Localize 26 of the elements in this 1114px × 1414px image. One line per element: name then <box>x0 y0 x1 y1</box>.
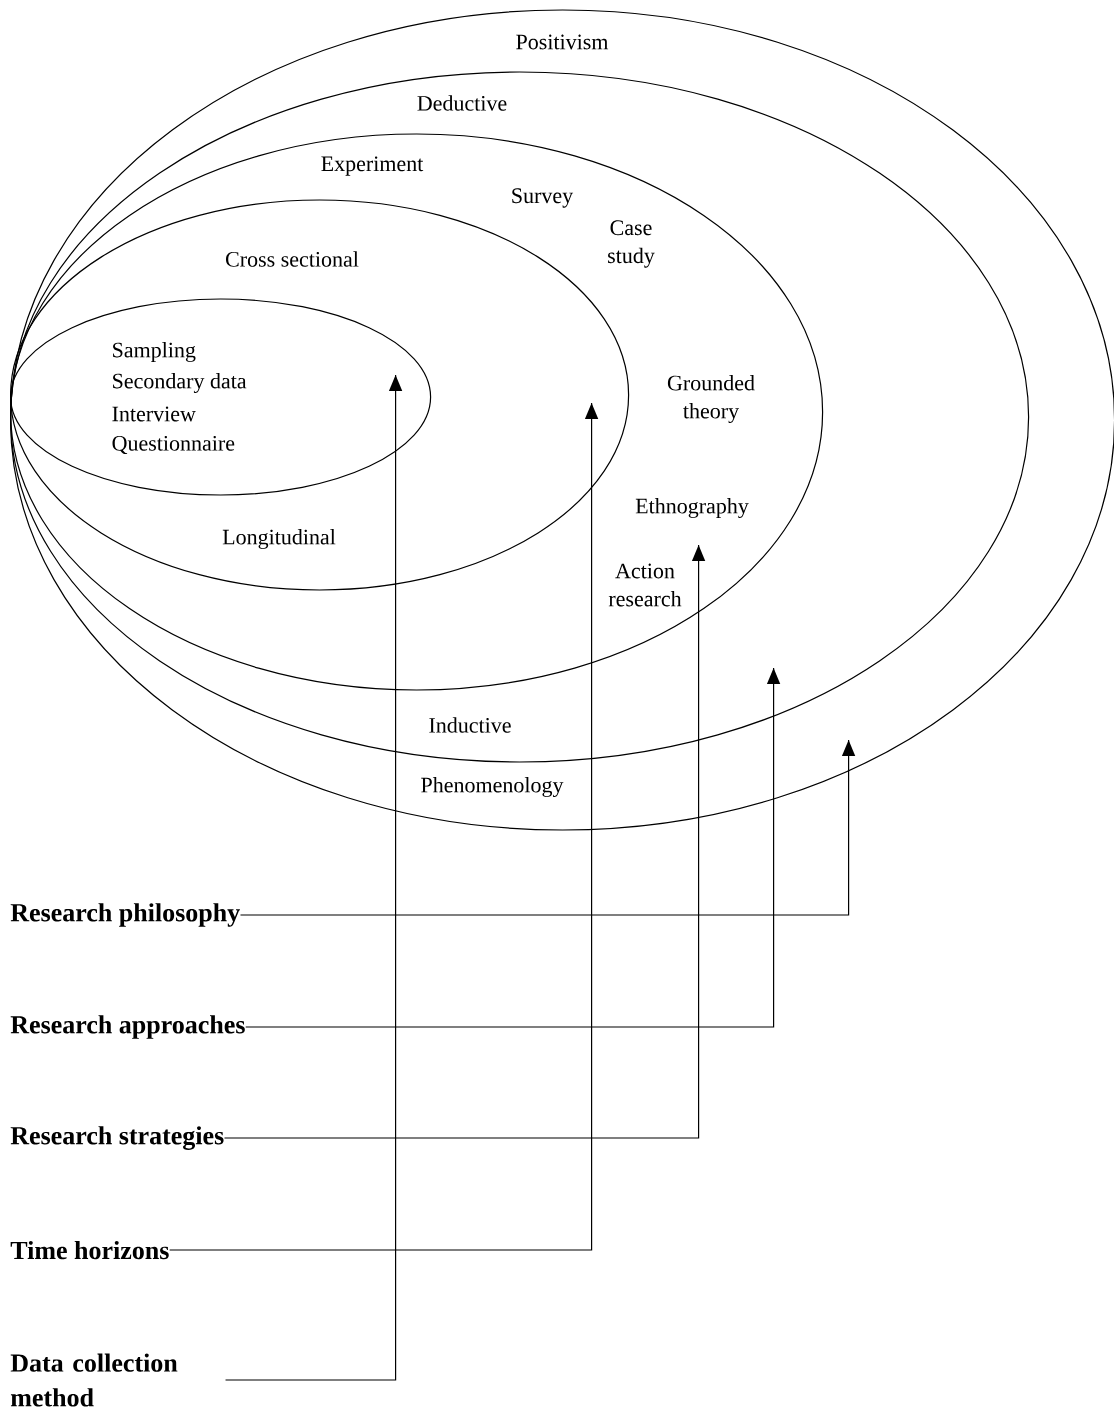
layer-name: Research philosophy <box>10 903 240 927</box>
arrow <box>245 667 781 1028</box>
layer-label: Interview <box>112 406 196 422</box>
layer-label: Case study <box>608 220 655 268</box>
layer-label: Cross sectional <box>226 251 359 267</box>
layer-label: Positivism <box>516 34 609 50</box>
layer-label: Questionnaire <box>112 435 235 455</box>
layer-label: Grounded theory <box>667 375 755 423</box>
layer-label: Sampling <box>113 342 196 362</box>
layer-name: Research approaches <box>10 1015 245 1039</box>
arrow <box>223 544 706 1139</box>
layer-label: Inductive <box>429 717 511 733</box>
layer-label: Deductive <box>417 95 507 111</box>
layer-label: Ethnography <box>635 498 749 518</box>
layer-label: Phenomenology <box>421 777 564 797</box>
layer-label: Action research <box>608 563 682 607</box>
arrow <box>169 402 599 1251</box>
layer-name: Data collection method <box>10 1353 178 1407</box>
layer-label: Survey <box>512 188 574 208</box>
layer-label: Longitudinal <box>222 529 336 549</box>
layer-name: Time horizons <box>10 1240 169 1260</box>
layer-name: Research strategies <box>10 1126 224 1150</box>
arrow <box>224 374 403 1381</box>
arrow <box>239 739 856 916</box>
layer-label: Experiment <box>321 156 424 176</box>
layer-label: Secondary data <box>113 373 247 393</box>
